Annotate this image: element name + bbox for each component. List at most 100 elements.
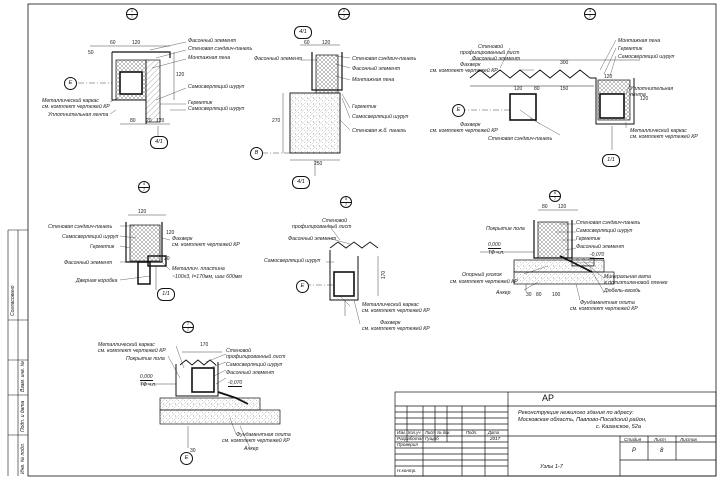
node-1-label: Фасонный элемент [188,38,237,44]
node-7-label: Фундаментная плита [236,432,291,438]
node-6-label: Самосверлящий шуруп [576,228,633,234]
sheets-head: Листов [680,437,697,442]
node-7-label: Анкер [244,446,259,452]
node-7-dim: 170 [200,342,209,348]
row-date: 2017 [490,436,501,441]
node-3-label: см. комплект чертежей КР [630,134,698,140]
sheet-title: Узлы 1-7 [540,464,563,470]
node-1-dim: 80 [130,118,136,124]
node-3-label: Уплотнительная [630,86,674,92]
node-6-label: Покрытие пола [486,226,525,232]
node-3-label: Герметик [618,46,643,52]
node-7-level-note: ТФ ч.п. [140,382,157,388]
row-role: Н.контр. [397,468,417,473]
col-head: Подп. [466,430,478,435]
node-6-dim: 80 [542,204,548,210]
node-4-label: Стеновая сэндвич-панель [48,224,113,230]
node-3-dim: 300 [560,60,569,66]
node-6-level: -0,070 [590,252,605,259]
node-7-number: 7 [183,321,193,328]
node-3-label: Фасонный элемент [472,56,521,62]
node-6-dim: 100 [552,292,561,298]
node-3-dim: 120 [514,86,523,92]
node-1-label: Стеновая сэндвич-панель [188,46,253,52]
node-4-label: Фасонный элемент [64,260,113,266]
node-6-dim: 120 [558,204,567,210]
node-1-label: Самосверлящий шуруп [188,84,245,90]
node-4-sheet: 7 [142,186,146,192]
node-4-label: см. комплект чертежей КР [172,242,240,248]
node-6-label: Фундаментная плита [580,300,635,306]
node-2-label: Фасонный элемент [254,56,303,62]
node-1-ref: 4/1 [150,136,168,149]
node-2-axis-marker: В [250,147,263,160]
side-stamp-label: Взам. инв. № [20,361,26,392]
node-6-label: Стеновая сэндвич-панель [576,220,641,226]
node-4-number: 4 [139,181,149,188]
side-stamp-lines [7,229,28,476]
node-6-dim: 30 [526,292,532,298]
node-3-ref: 1/1 [602,154,620,167]
node-2-dim: 270 [272,118,281,124]
node-6-level-note: ТФ ч.п. [488,250,505,256]
node-3-dim: 120 [604,74,613,80]
node-3-label: см. комплект чертежей КР [430,128,498,134]
node-5-dim: 170 [381,270,388,280]
side-stamp-label: Подп. и дата [20,400,26,432]
col-head: № док. [437,430,451,435]
node-3-axis-marker: Е [452,104,465,117]
project-line: с. Казанское, 52а [596,424,642,430]
node-3-label: Фахверк [460,122,481,128]
row-role: Разработал [397,436,424,441]
title-block-lines [394,391,717,477]
node-1-dim: 120 [132,40,141,46]
node-6-sheet: 7 [553,195,557,201]
frame-border [27,3,717,477]
node-6-label: см. комплект чертежей КР [450,279,518,285]
node-2-label: Стеновая ж.б. панель [352,128,407,134]
node-5-label: Фахверк [380,320,401,326]
node-1-label: Самосверлящий шуруп [188,106,245,112]
node-1-sheet: 7 [130,13,134,19]
node-3-label: Стеновой [478,44,504,50]
col-head: Лист [425,430,436,435]
node-7-label: Фасонный элемент [226,370,275,376]
node-1-label: Металлический каркас [42,98,99,104]
node-6-label: Анкер [496,290,511,296]
node-1-dim: 50 [88,50,94,56]
node-6-label: Фасонный элемент [576,244,625,250]
node-7-drawing [140,351,281,448]
node-6-label: Дюбель-гвоздь [604,288,641,294]
node-2-dim: 120 [322,40,331,46]
node-3-label: лента [630,92,646,98]
node-2-drawing [262,44,343,176]
node-5-label: Металлический каркас [362,302,419,308]
node-1-number: 1 [127,8,137,15]
node-7-level: -0,070 [228,380,243,387]
node-2-label: Монтажная пена [352,77,395,83]
node-6-label: см. комплект чертежей КР [570,306,638,312]
node-5-label: см. комплект чертежей КР [362,308,430,314]
node-4-label: Металлич. пластина [172,266,225,272]
node-6-dim: 80 [536,292,542,298]
node-7-label: см. комплект чертежей КР [222,438,290,444]
node-1-dim: 60 [110,40,116,46]
node-2-dim: 60 [304,40,310,46]
title-stamp: АР [542,393,555,403]
node-3-dim: 80 [534,86,540,92]
node-6-number: 6 [550,190,560,197]
node-4-dim: 120 [166,230,175,236]
col-head: Изм. [397,430,406,435]
node-6-label: Минеральная вата [604,274,651,280]
node-2-number: 2 [339,8,349,15]
node-3-label: см. комплект чертежей КР [430,68,498,74]
node-7-label: Самосверлящий шуруп [226,362,283,368]
node-4-label: Фахверк [172,236,193,242]
node-1-label: Монтажная пена [188,55,231,61]
node-1-label: Уплотнительная лента [48,112,109,118]
